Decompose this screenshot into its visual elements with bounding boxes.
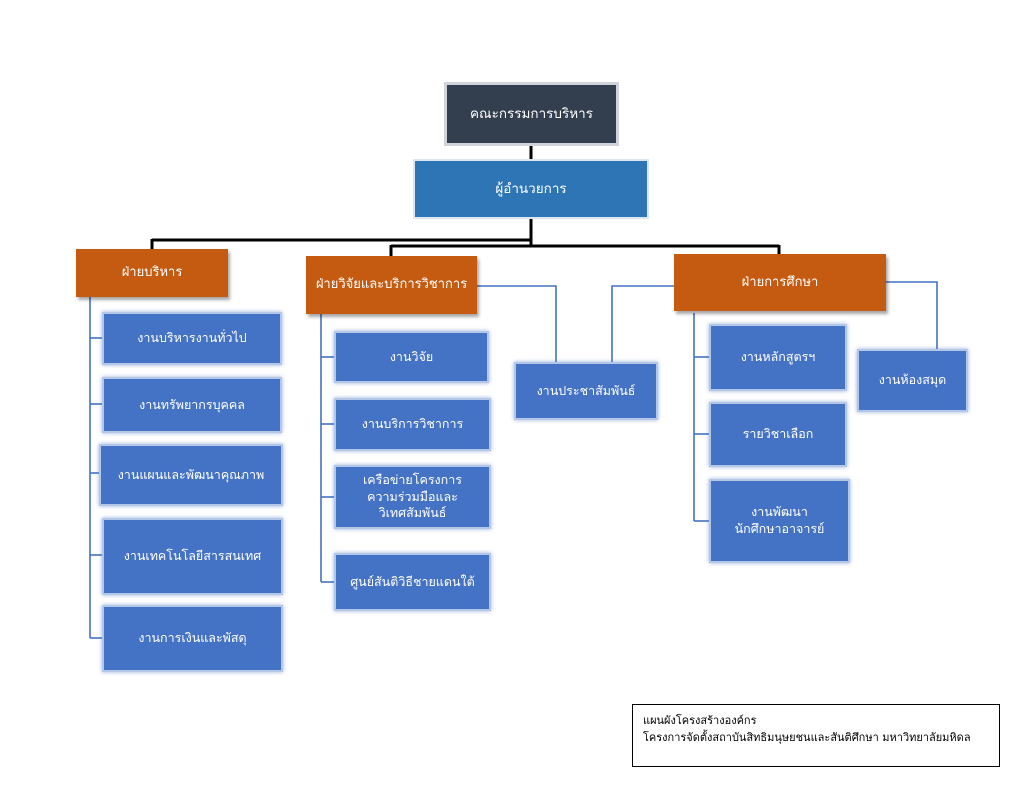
unit-finance-procurement: งานการเงินและพัสดุ (102, 605, 283, 672)
unit-cooperation-network: เครือข่ายโครงการความร่วมมือและวิเทศสัมพั… (334, 465, 491, 529)
unit-curriculum: งานหลักสูตรฯ (709, 324, 847, 391)
caption-box: แผนผังโครงสร้างองค์กร โครงการจัดตั้งสถาบ… (632, 704, 1000, 767)
unit-academic-services: งานบริการวิชาการ (334, 398, 491, 451)
caption-subtitle: โครงการจัดตั้งสถาบันสิทธิมนุษยชนและสันติ… (643, 731, 971, 745)
unit-elective-courses: รายวิชาเลือก (709, 402, 847, 467)
caption-title: แผนผังโครงสร้างองค์กร (643, 714, 757, 727)
board-box: คณะกรรมการบริหาร (444, 82, 619, 146)
unit-student-faculty-development: งานพัฒนานักศึกษาอาจารย์ (709, 479, 850, 563)
unit-human-resources: งานทรัพยากรบุคคล (102, 377, 282, 433)
unit-peace-center: ศูนย์สันติวิธีชายแดนใต้ (334, 553, 491, 611)
division-education-box: ฝ่ายการศึกษา (674, 254, 886, 311)
director-box: ผู้อำนวยการ (413, 159, 649, 219)
unit-library: งานห้องสมุด (857, 349, 968, 412)
division-research-box: ฝ่ายวิจัยและบริการวิชาการ (306, 256, 477, 314)
unit-research: งานวิจัย (334, 331, 489, 383)
unit-general-admin: งานบริหารงานทั่วไป (102, 312, 282, 365)
division-admin-box: ฝ่ายบริหาร (76, 249, 228, 297)
unit-information-technology: งานเทคโนโลยีสารสนเทศ (102, 518, 283, 595)
unit-public-relations: งานประชาสัมพันธ์ (514, 362, 658, 420)
unit-planning-quality: งานแผนและพัฒนาคุณภาพ (99, 444, 283, 506)
